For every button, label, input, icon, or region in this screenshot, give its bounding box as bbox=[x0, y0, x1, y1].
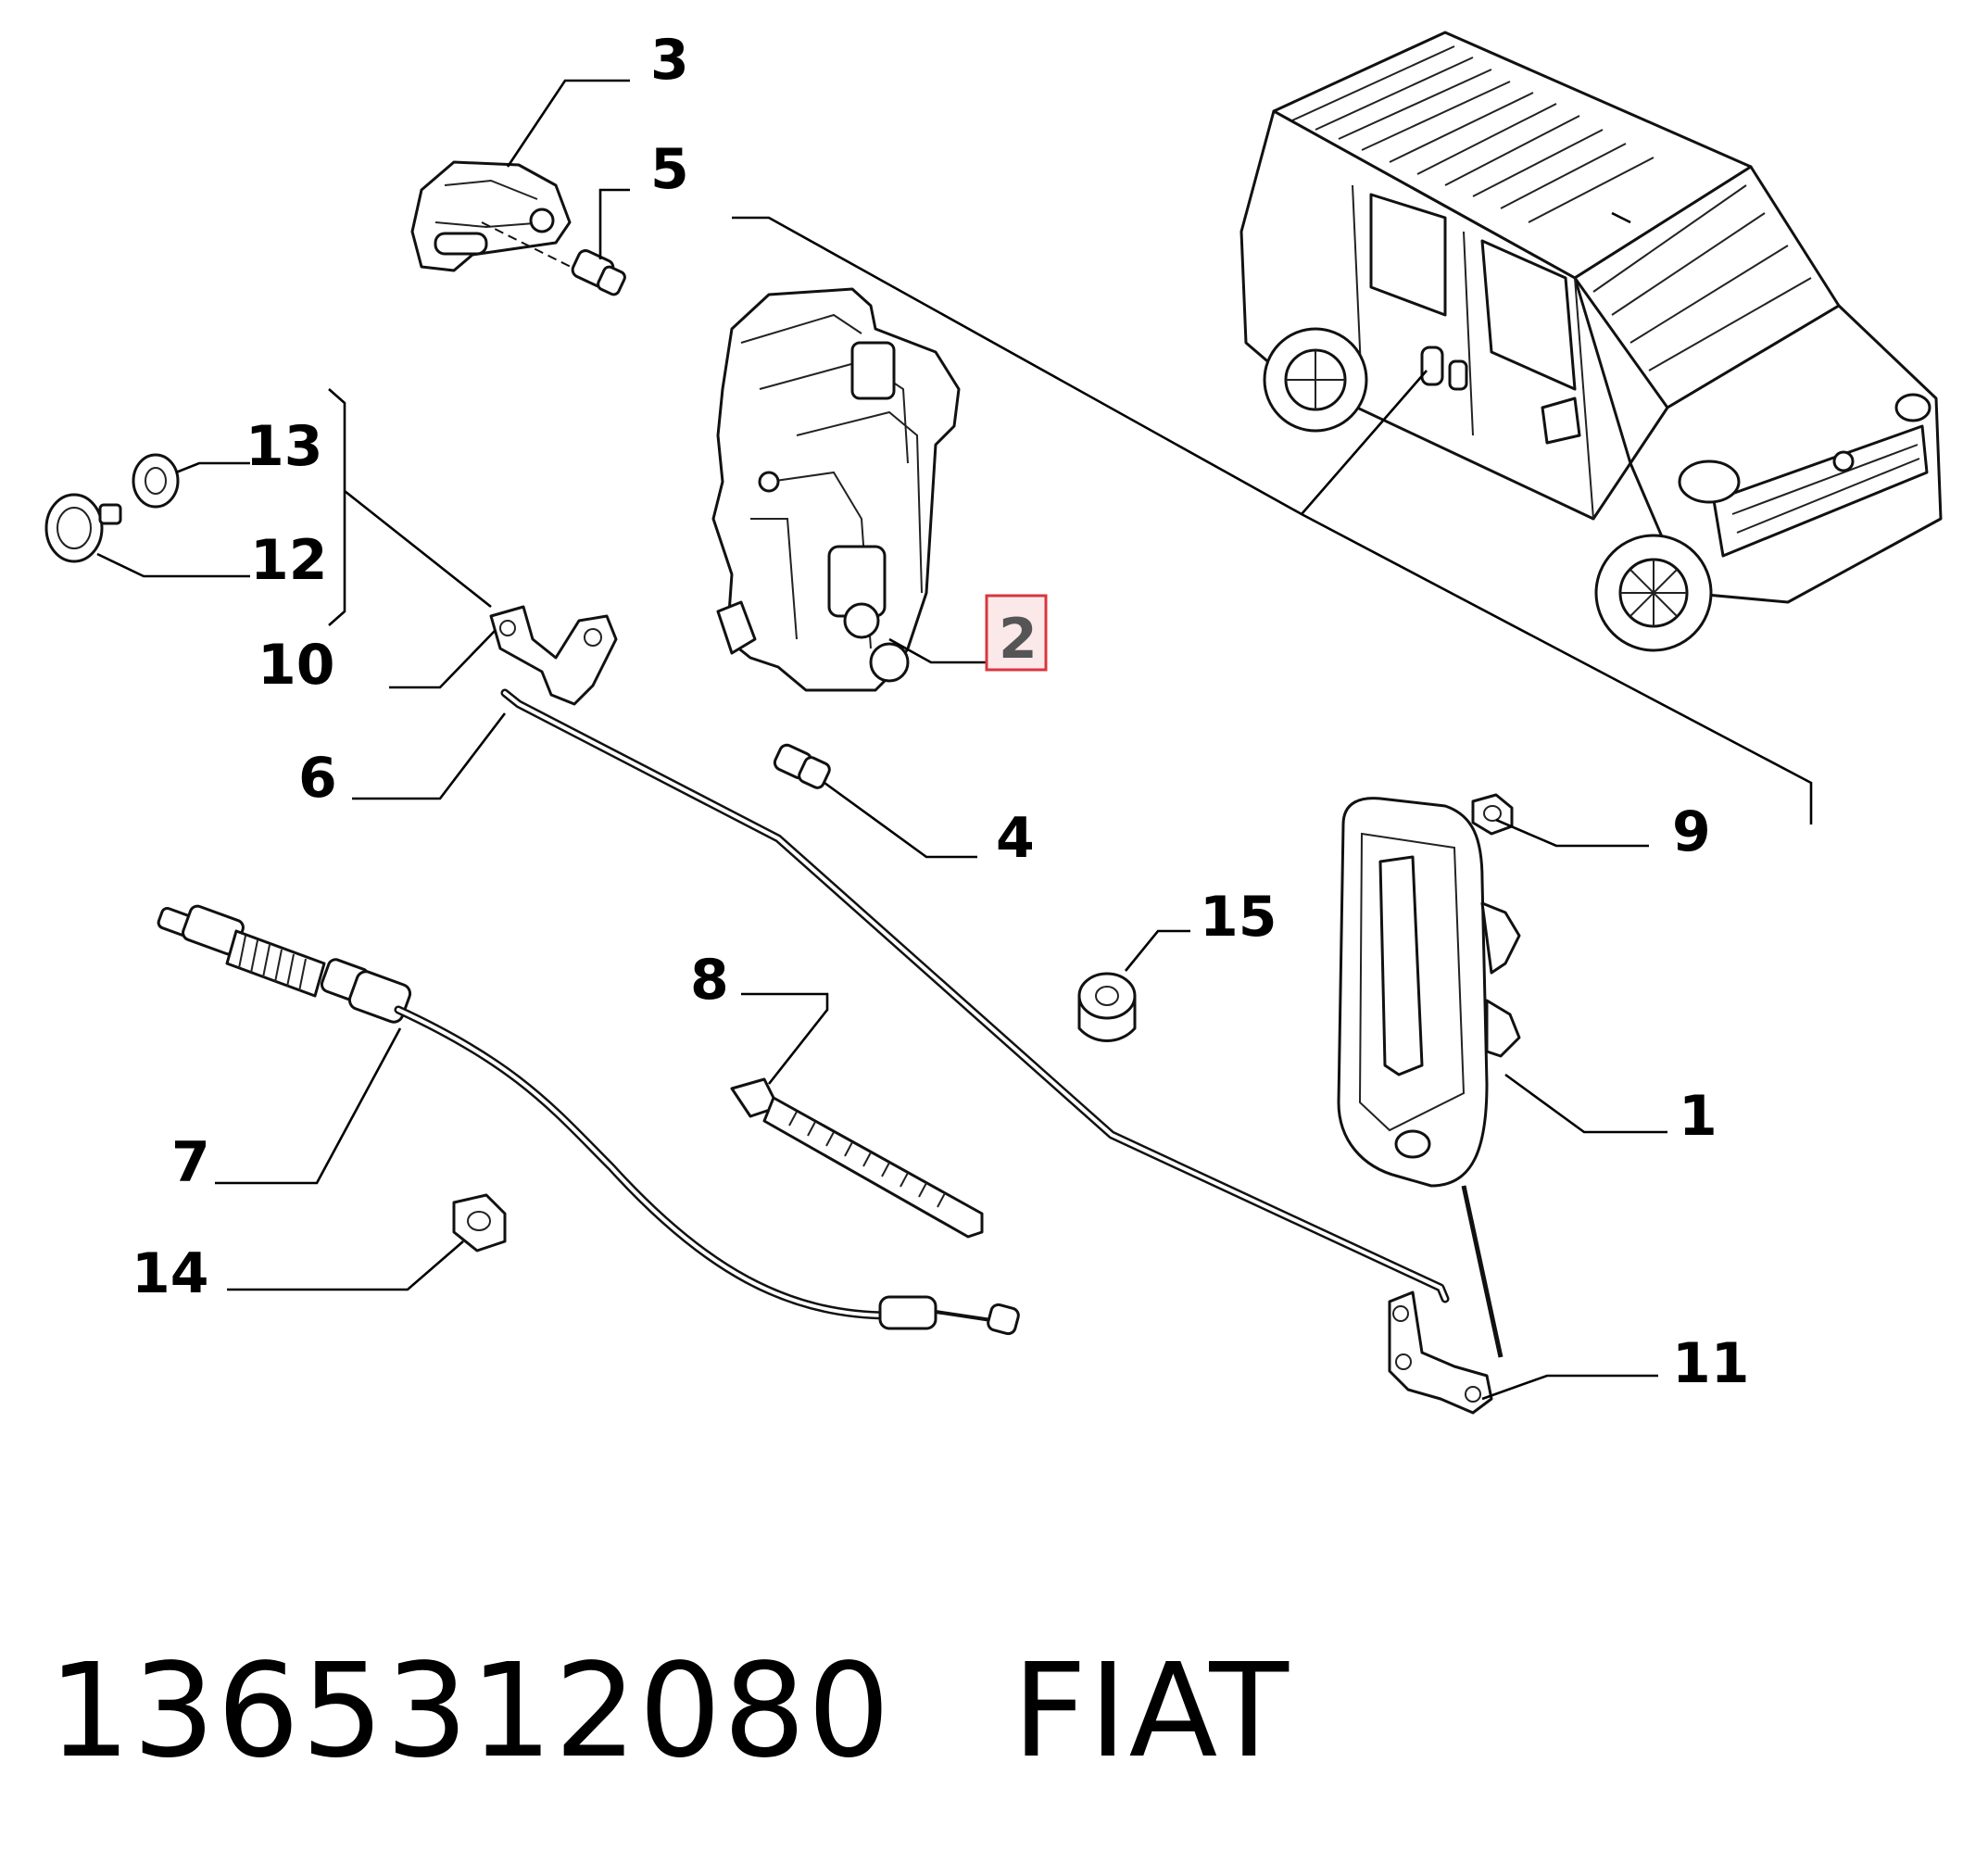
part-1-door-handle bbox=[1337, 797, 1521, 1358]
callout-11: 11 bbox=[1672, 1331, 1750, 1396]
part-5-bolt bbox=[571, 249, 626, 296]
part-7-cable bbox=[157, 904, 1020, 1336]
part-3-door-check bbox=[410, 160, 575, 272]
part-4-bolt bbox=[773, 743, 831, 789]
callout-7: 7 bbox=[171, 1130, 210, 1195]
callout-5: 5 bbox=[650, 137, 689, 202]
callout-9: 9 bbox=[1672, 799, 1711, 864]
callout-15: 15 bbox=[1200, 885, 1277, 950]
brand-name: FIAT bbox=[1012, 1635, 1290, 1787]
part-13-washer bbox=[132, 453, 180, 509]
leader-lines bbox=[96, 79, 1667, 1401]
callout-3: 3 bbox=[650, 28, 689, 93]
callout-12: 12 bbox=[250, 528, 328, 593]
van-illustration bbox=[1239, 31, 1943, 652]
callout-1: 1 bbox=[1679, 1084, 1717, 1149]
part-12-clip bbox=[44, 493, 122, 563]
part-2-door-lock bbox=[711, 287, 961, 692]
callout-8: 8 bbox=[690, 948, 729, 1013]
footer-caption: 1365312080 FIAT bbox=[48, 1632, 1290, 1790]
part-number: 1365312080 bbox=[48, 1635, 892, 1787]
callout-2-highlight-box bbox=[985, 594, 1048, 672]
part-11-bracket bbox=[1388, 1290, 1493, 1415]
callout-2: 2 bbox=[999, 607, 1038, 672]
part-6-rod bbox=[500, 688, 1450, 1303]
callout-10: 10 bbox=[258, 633, 335, 698]
part-15-grommet bbox=[1077, 972, 1137, 1042]
part-8-cable-tie bbox=[730, 1077, 984, 1239]
group-bracket bbox=[328, 388, 346, 626]
part-9-nut bbox=[1471, 793, 1514, 836]
callout-14: 14 bbox=[132, 1241, 209, 1306]
part-10-bracket bbox=[489, 605, 618, 706]
part-14-nut bbox=[452, 1193, 507, 1252]
callout-4: 4 bbox=[996, 806, 1035, 871]
callout-6: 6 bbox=[298, 746, 337, 811]
van-pointer-lines bbox=[732, 211, 1813, 825]
callout-13: 13 bbox=[245, 414, 323, 479]
